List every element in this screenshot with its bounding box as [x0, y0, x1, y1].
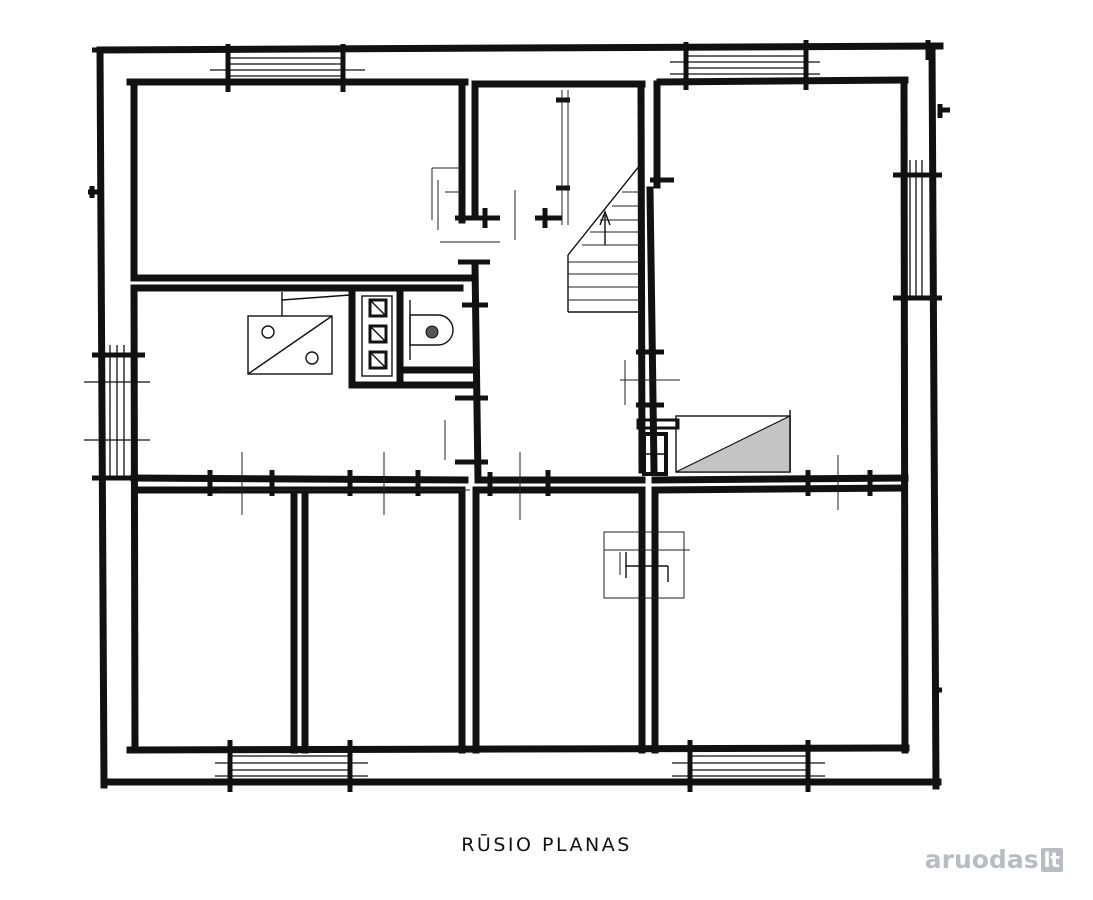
window-top-right [670, 55, 820, 75]
opening-marks [88, 40, 950, 792]
window-right [909, 160, 923, 300]
toilet [409, 314, 454, 346]
window-bottom-left [215, 755, 368, 777]
outer-walls [96, 42, 944, 790]
shaft-block [361, 295, 393, 377]
window-left [84, 345, 150, 480]
interior-walls [130, 80, 909, 754]
room-marker [603, 531, 690, 599]
chimney-blocks [636, 418, 680, 476]
watermark-text: aruodas [924, 845, 1039, 874]
window-top-left [210, 57, 365, 77]
stair-void [675, 410, 791, 473]
watermark-logo: aruodas lt [925, 845, 1063, 874]
plan-title: RŪSIO PLANAS [461, 834, 632, 856]
window-bottom-right [672, 755, 825, 777]
door-guides [220, 90, 839, 520]
staircase [567, 164, 641, 313]
windows [84, 55, 923, 777]
watermark-suffix: lt [1040, 847, 1063, 872]
bathtub [247, 315, 333, 375]
bathroom-fixtures [247, 292, 454, 377]
